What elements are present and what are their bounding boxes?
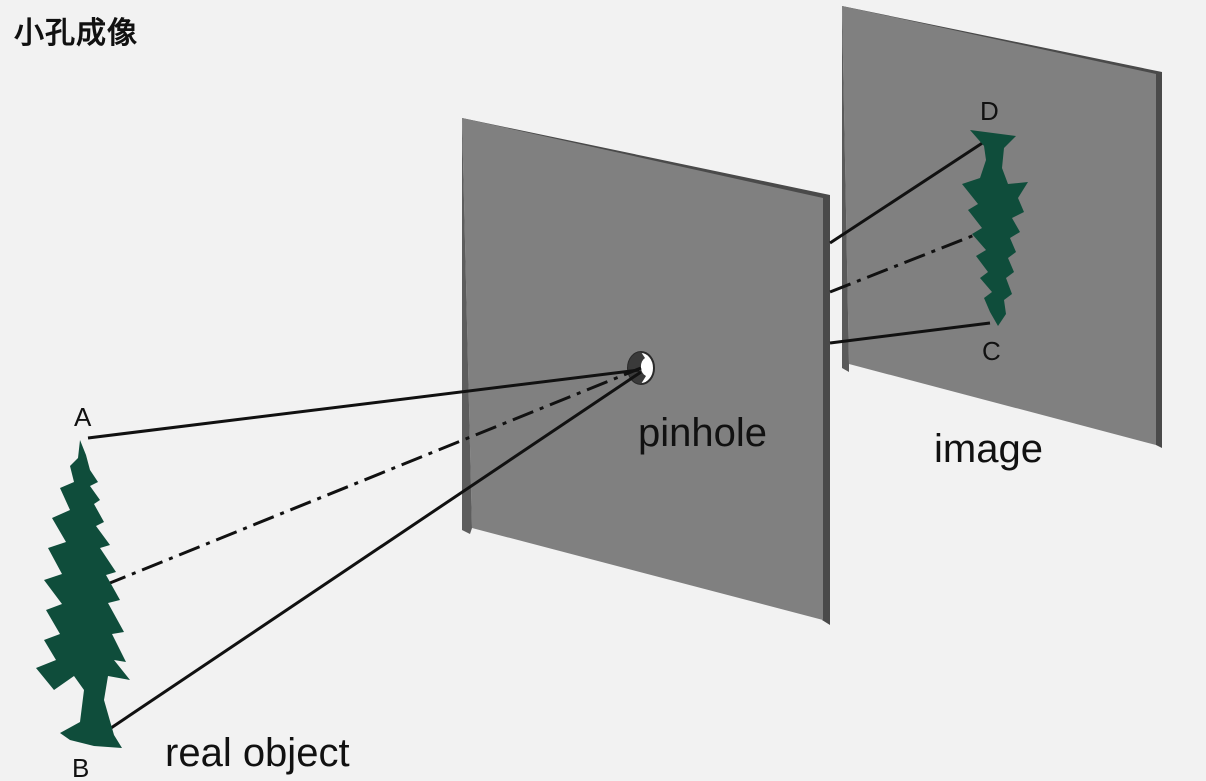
ray-center	[104, 366, 642, 587]
page-title: 小孔成像	[14, 16, 138, 51]
label-point-c: C	[982, 336, 1001, 366]
label-point-d: D	[980, 96, 999, 126]
ray-to-d	[829, 136, 991, 245]
ray-to-c	[829, 321, 991, 345]
image-side-rays	[829, 136, 1001, 345]
object-tree	[36, 440, 130, 748]
label-image: image	[934, 427, 1043, 471]
ray-lines	[87, 366, 642, 732]
ray-from-b	[107, 370, 642, 732]
label-pinhole: pinhole	[638, 411, 767, 455]
label-point-a: A	[74, 402, 92, 432]
image-tree	[962, 130, 1028, 326]
ray-from-a	[87, 368, 640, 440]
label-real-object: real object	[165, 731, 350, 775]
label-point-b: B	[72, 753, 89, 781]
ray-center-image	[829, 223, 1001, 294]
